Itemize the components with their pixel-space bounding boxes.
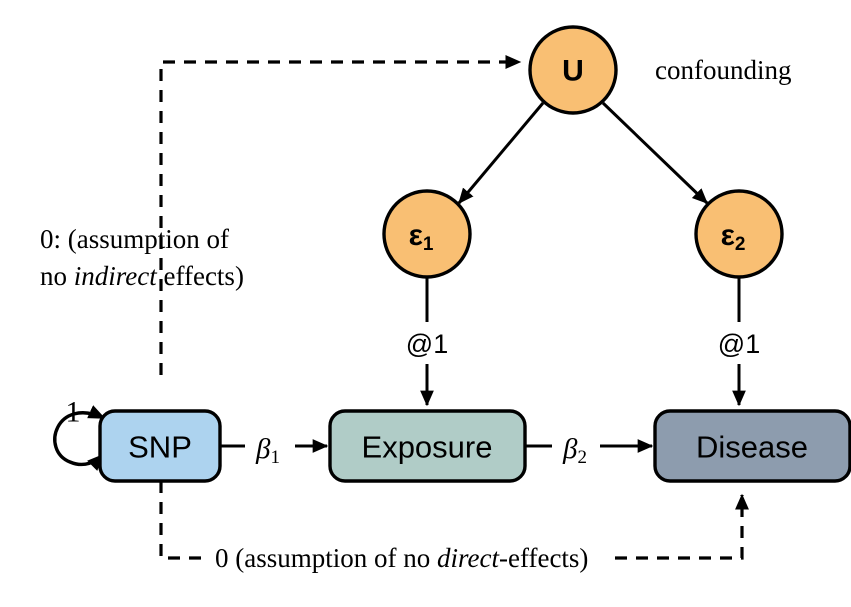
node-epsilon-1-subscript: 1 <box>423 234 434 255</box>
annotation-direct-suffix: -effects) <box>499 543 588 573</box>
dashed-path-snp-down <box>159 481 205 560</box>
dashed-path-snp-u <box>159 54 522 375</box>
node-epsilon-1-symbol: ε <box>409 219 423 252</box>
node-snp-label: SNP <box>128 430 192 465</box>
edge-label-beta-1: β1 <box>255 433 280 468</box>
node-epsilon-2-label: ε2 <box>721 219 746 255</box>
node-u-shape[interactable] <box>528 25 618 115</box>
node-u[interactable]: U <box>528 25 618 115</box>
edge-label-at-one-right: @1 <box>718 329 760 359</box>
edge-u-to-eps1 <box>457 102 545 204</box>
node-exposure[interactable]: Exposure <box>328 409 527 483</box>
node-epsilon-2[interactable]: ε2 <box>694 189 784 279</box>
node-exposure-label: Exposure <box>362 430 493 465</box>
edge-u-to-eps2 <box>601 101 709 205</box>
node-exposure-shape[interactable] <box>328 409 527 483</box>
edge-label-at-one-left: @1 <box>406 329 448 359</box>
annotation-direct-emphasis: direct <box>437 543 500 573</box>
node-epsilon-1-shape[interactable] <box>382 189 472 279</box>
annotation-indirect-line-2: no indirect effects) <box>40 261 244 291</box>
node-u-label: U <box>562 55 584 88</box>
edge-label-beta-2: β2 <box>562 433 587 468</box>
node-disease-label: Disease <box>696 430 808 465</box>
self-loop-weight-label: 1 <box>66 396 81 429</box>
beta-1-subscript: 1 <box>270 447 280 468</box>
edge-snp-self-loop <box>53 405 106 471</box>
annotation-direct-prefix: 0 (assumption of no <box>215 543 437 573</box>
node-disease-shape[interactable] <box>653 409 851 483</box>
beta-2-symbol: β <box>562 433 578 465</box>
annotation-indirect-line-1: 0: (assumption of <box>40 224 229 254</box>
dashed-path-to-disease <box>615 493 750 560</box>
annotation-indirect-suffix: effects) <box>157 261 244 291</box>
node-disease[interactable]: Disease <box>653 409 851 483</box>
node-snp[interactable]: SNP <box>98 409 222 483</box>
annotation-confounding: confounding <box>655 55 791 85</box>
annotation-indirect-emphasis: indirect <box>74 261 158 291</box>
beta-1-symbol: β <box>255 433 271 465</box>
node-epsilon-2-shape[interactable] <box>694 189 784 279</box>
annotation-indirect-prefix: no <box>40 261 74 291</box>
node-epsilon-1-label: ε1 <box>409 219 434 255</box>
edge-snp-to-u-dashed <box>159 54 522 375</box>
node-snp-shape[interactable] <box>98 409 222 483</box>
node-epsilon-2-subscript: 2 <box>735 234 746 255</box>
beta-2-subscript: 2 <box>577 447 587 468</box>
edge-snp-to-disease-dashed <box>159 481 750 560</box>
annotation-direct-effects: 0 (assumption of no direct-effects) <box>215 543 588 573</box>
node-epsilon-2-symbol: ε <box>721 219 735 252</box>
node-epsilon-1[interactable]: ε1 <box>382 189 472 279</box>
